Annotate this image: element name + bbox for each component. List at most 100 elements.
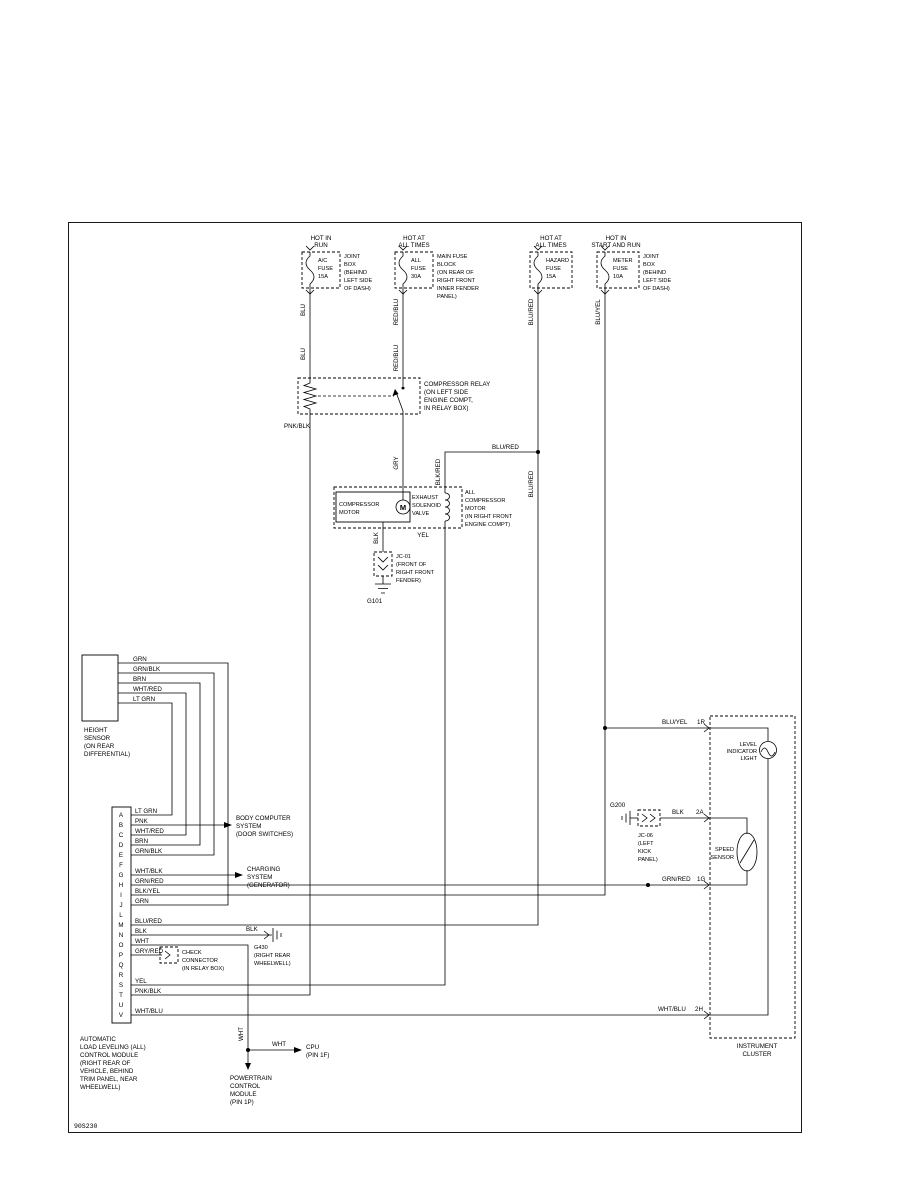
pin-wire-label: WHT xyxy=(135,938,149,945)
height-sensor-label: HEIGHT xyxy=(84,727,108,734)
wire-label-blu-yel: BLU/YEL xyxy=(662,719,688,726)
pin-letter: U xyxy=(119,1002,123,1009)
wire-label-red-blu: RED/BLU xyxy=(393,299,400,326)
wire-label-blu-red: BLU/RED xyxy=(528,470,535,497)
pcm-label: MODULE xyxy=(230,1091,256,1098)
fuse-name: FUSE xyxy=(546,266,561,272)
wire-label-blu: BLU xyxy=(300,348,307,360)
fuse-name: ALL xyxy=(411,258,421,264)
pin-wire-label: GRN xyxy=(135,898,149,905)
jc01-label: RIGHT FRONT xyxy=(396,570,435,576)
motor-label: MOTOR xyxy=(339,510,360,516)
cpu-label: (PIN 1F) xyxy=(306,1052,329,1059)
relay-coil xyxy=(302,378,318,414)
fuse-symbol xyxy=(533,252,543,288)
wire-label-blu-red: BLU/RED xyxy=(528,298,535,325)
motor-label: COMPRESSOR xyxy=(339,502,379,508)
charging-label: CHARGING xyxy=(247,866,281,873)
arrow-body-computer xyxy=(224,822,232,828)
ground-g200 xyxy=(621,811,631,825)
pin-letter: P xyxy=(119,952,123,959)
wire-label-wht: WHT xyxy=(272,1041,286,1048)
hot-label: HOT AT xyxy=(403,235,425,242)
hot-label: ALL TIMES xyxy=(535,242,566,249)
wire-label-blk: BLK xyxy=(373,531,380,544)
jc01-label: (FRONT OF xyxy=(396,562,427,568)
height-sensor-label: SENSOR xyxy=(84,735,111,742)
height-sensor-label: (ON REAR xyxy=(84,743,115,750)
wire-label-blu-red: BLU/RED xyxy=(492,444,519,451)
fuse-location: RIGHT FRONT xyxy=(437,278,476,284)
pin-wire-label: GRY/RED xyxy=(135,948,164,955)
fuse-name: 15A xyxy=(318,274,328,280)
cluster-box xyxy=(709,715,796,1039)
height-sensor: GRN GRN/BLK BRN WHT/RED LT GRN HEIGHT SE… xyxy=(81,654,162,758)
sensor-wire-label: BRN xyxy=(133,676,146,683)
wire-label-blu-yel: BLU/YEL xyxy=(595,299,602,325)
check-connector-label: CONNECTOR xyxy=(182,958,218,964)
pin-wire-label: LT GRN xyxy=(135,808,157,815)
fuse-location: INNER FENDER xyxy=(437,286,479,292)
jc01-connector: G101 JC-01 (FRONT OF RIGHT FRONT FENDER) xyxy=(367,551,435,605)
fuse-all: HOT AT ALL TIMES ALL FUSE 30A MAIN FUSE … xyxy=(394,235,479,300)
speed-sensor-label: SPEED xyxy=(715,847,734,853)
wire-label-pnk-blk: PNK/BLK xyxy=(284,423,311,430)
pin-letter: H xyxy=(119,882,123,889)
control-module-label: (RIGHT REAR OF xyxy=(80,1060,131,1067)
pin-wire-label: GRN/RED xyxy=(135,878,164,885)
jc06-box xyxy=(637,809,661,827)
pin-destinations: BODY COMPUTER SYSTEM (DOOR SWITCHES) CHA… xyxy=(159,815,329,1106)
valve-label: VALVE xyxy=(412,511,429,517)
wire-color-labels: BLU BLU RED/BLU RED/BLU BLU/RED BLU/RED … xyxy=(238,298,602,1041)
height-sensor-label: DIFFERENTIAL) xyxy=(84,751,130,758)
g200-jc06: G200 JC-06 (LEFT KICK PANEL) BLK 2A xyxy=(610,802,704,863)
fuse-location: OF DASH) xyxy=(643,286,670,292)
relay-label: ENGINE COMPT, xyxy=(424,397,473,404)
charging-label: SYSTEM xyxy=(247,874,272,881)
pin-letter: E xyxy=(119,852,123,859)
jc01-label: JC-01 xyxy=(396,554,411,560)
pin-letter: N xyxy=(119,932,123,939)
fuse-location: PANEL) xyxy=(437,294,457,300)
pin-wire-label: BLU/RED xyxy=(135,918,162,925)
pcm-label: POWERTRAIN xyxy=(230,1075,272,1082)
jc06-label: (LEFT xyxy=(638,841,654,847)
pin-letter: V xyxy=(119,1012,124,1019)
fuse-hazard: HOT AT ALL TIMES HAZARD FUSE 15A xyxy=(529,235,573,295)
power-section: HOT IN RUN A/C FUSE 15A JOINT BOX (BEHIN… xyxy=(301,235,671,300)
cluster-pin-2a: 2A xyxy=(696,809,704,816)
g101-label: G101 xyxy=(367,598,383,605)
cluster-pin-1g: 1G xyxy=(697,876,705,883)
g200-label: G200 xyxy=(610,802,626,809)
fuse-name: 15A xyxy=(546,274,556,280)
g430-label: G430 xyxy=(254,945,268,951)
fuse-name: FUSE xyxy=(613,266,628,272)
pin-letter: R xyxy=(119,972,124,979)
relay-box xyxy=(297,377,421,415)
jc01-label: FENDER) xyxy=(396,578,421,584)
fuse-name: A/C xyxy=(318,258,327,264)
ground-g430 xyxy=(272,928,282,942)
fuse-name: METER xyxy=(613,258,633,264)
sensor-wire-label: GRN xyxy=(133,656,147,663)
wire-label-grn-red: GRN/RED xyxy=(662,876,691,883)
valve-label: EXHAUST xyxy=(412,495,439,501)
page-border: 90S230 xyxy=(68,222,802,1133)
arrow-cpu xyxy=(294,1047,302,1053)
wire-label-blu: BLU xyxy=(300,304,307,316)
junction-dots xyxy=(246,450,650,1052)
pin-letter: M xyxy=(118,922,123,929)
motor-m: M xyxy=(400,503,406,512)
fuse-location: MAIN FUSE xyxy=(437,254,468,260)
charging-label: (GENERATOR) xyxy=(247,882,290,889)
g430-label: WHEELWELL) xyxy=(254,961,291,967)
fuse-location: (BEHIND xyxy=(643,270,666,276)
speed-sensor-label: SENSOR xyxy=(710,855,734,861)
wire-label-yel: YEL xyxy=(417,532,429,539)
wire-label-gry: GRY xyxy=(393,456,400,469)
relay-label: IN RELAY BOX) xyxy=(424,405,468,412)
cluster-pin-1r: 1R xyxy=(697,719,705,726)
pin-letter: I xyxy=(120,892,122,899)
fuse-name: FUSE xyxy=(318,266,333,272)
